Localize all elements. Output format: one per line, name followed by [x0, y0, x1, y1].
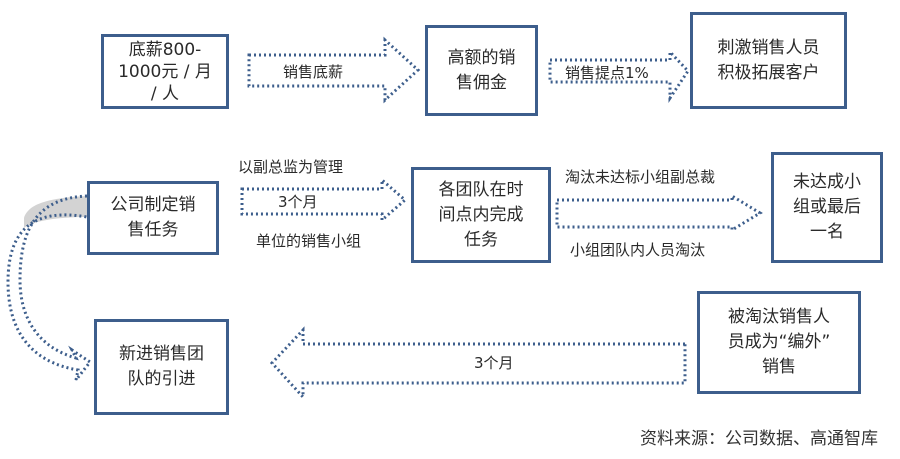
node-eliminated-staff: 被淘汰销售人 员成为“编外” 销售	[697, 291, 861, 394]
arrow-teams-to-underperformers	[555, 193, 763, 233]
node-line: 底薪800-	[128, 39, 202, 60]
node-line: 员成为“编外”	[727, 332, 831, 352]
node-line: 各团队在时	[438, 179, 524, 200]
node-line: 未达成小	[793, 172, 861, 192]
node-line: 售佣金	[456, 72, 507, 93]
node-line: 新进销售团	[119, 344, 204, 364]
edge-label-targets: 3个月	[278, 193, 318, 211]
arrow-base-to-commission	[247, 36, 421, 104]
arrow-targets-to-teams	[240, 176, 408, 224]
node-line: 高额的销	[447, 47, 516, 68]
node-line: 刺激销售人员	[717, 37, 820, 58]
node-company-targets: 公司制定销 售任务	[87, 181, 219, 255]
edge-label-above-targets: 以副总监为管理	[238, 158, 344, 176]
source-note: 资料来源：公司数据、高通智库	[640, 429, 878, 449]
curved-arrow-band	[24, 196, 87, 228]
node-underperformers: 未达成小 组或最后 一名	[771, 152, 883, 263]
node-line: / 人	[150, 83, 180, 104]
node-line: 一名	[810, 222, 844, 242]
node-line: 销售	[762, 357, 796, 377]
node-motivate-sales: 刺激销售人员 积极拓展客户	[690, 12, 847, 109]
node-line: 被淘汰销售人	[728, 307, 830, 327]
edge-label-below-targets: 单位的销售小组	[256, 232, 362, 250]
node-high-commission: 高额的销 售佣金	[425, 25, 538, 116]
node-line: 任务	[464, 229, 498, 250]
node-line: 售任务	[127, 220, 179, 240]
edge-label-base-salary: 销售底薪	[283, 63, 344, 81]
node-line: 积极拓展客户	[717, 62, 820, 83]
edge-label-eliminated: 3个月	[474, 354, 514, 372]
node-base-salary: 底薪800- 1000元 / 月 / 人	[101, 34, 229, 109]
edge-label-above-teams: 淘汰未达标小组副总裁	[565, 168, 716, 186]
node-line: 公司制定销	[110, 195, 196, 215]
node-teams-complete: 各团队在时 间点内完成 任务	[411, 167, 551, 263]
arrow-eliminated-to-intake	[269, 326, 687, 401]
curved-arrow-outline	[6, 194, 93, 381]
node-line: 组或最后	[793, 197, 861, 217]
node-line: 间点内完成	[438, 204, 524, 225]
node-line: 1000元 / 月	[118, 61, 212, 82]
arrow-commission-to-motivate	[548, 48, 690, 103]
node-line: 队的引进	[127, 369, 196, 389]
edge-label-commission: 销售提点1%	[565, 64, 649, 82]
edge-label-below-teams: 小组团队内人员淘汰	[570, 241, 706, 259]
node-new-team-intake: 新进销售团 队的引进	[94, 319, 229, 415]
